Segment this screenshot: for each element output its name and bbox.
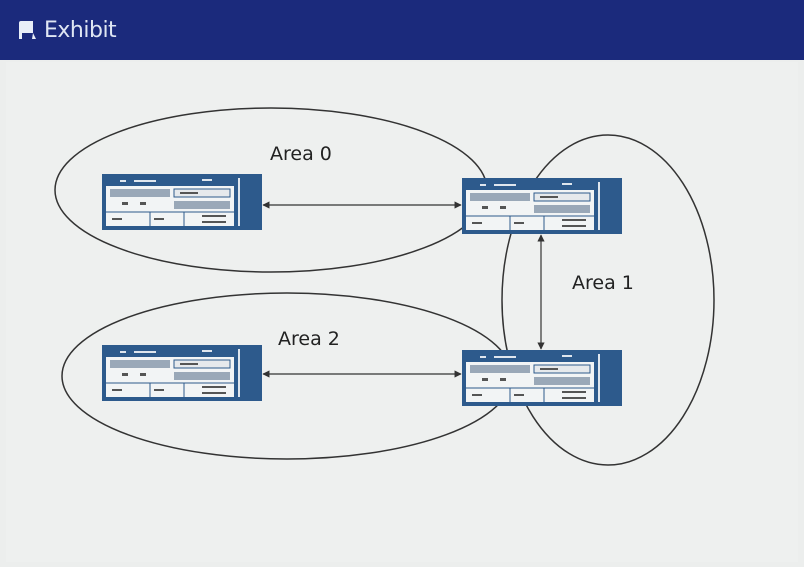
network-diagram: Area 0 Area 1 Area 2 [54,107,715,466]
router-area2 [101,344,263,402]
area-0-label: Area 0 [270,143,332,165]
router-abr-area1-area2 [461,349,623,407]
area-1-label: Area 1 [572,272,634,294]
exhibit-header: Exhibit [0,0,804,60]
diagram-canvas: Area 0 Area 1 Area 2 [6,62,798,562]
router-area0 [101,173,263,231]
area-2-label: Area 2 [278,328,340,350]
exhibit-title: Exhibit [44,17,117,43]
router-abr-area0-area1 [461,177,623,235]
exhibit-icon [19,21,36,39]
area-1-boundary [501,134,715,466]
